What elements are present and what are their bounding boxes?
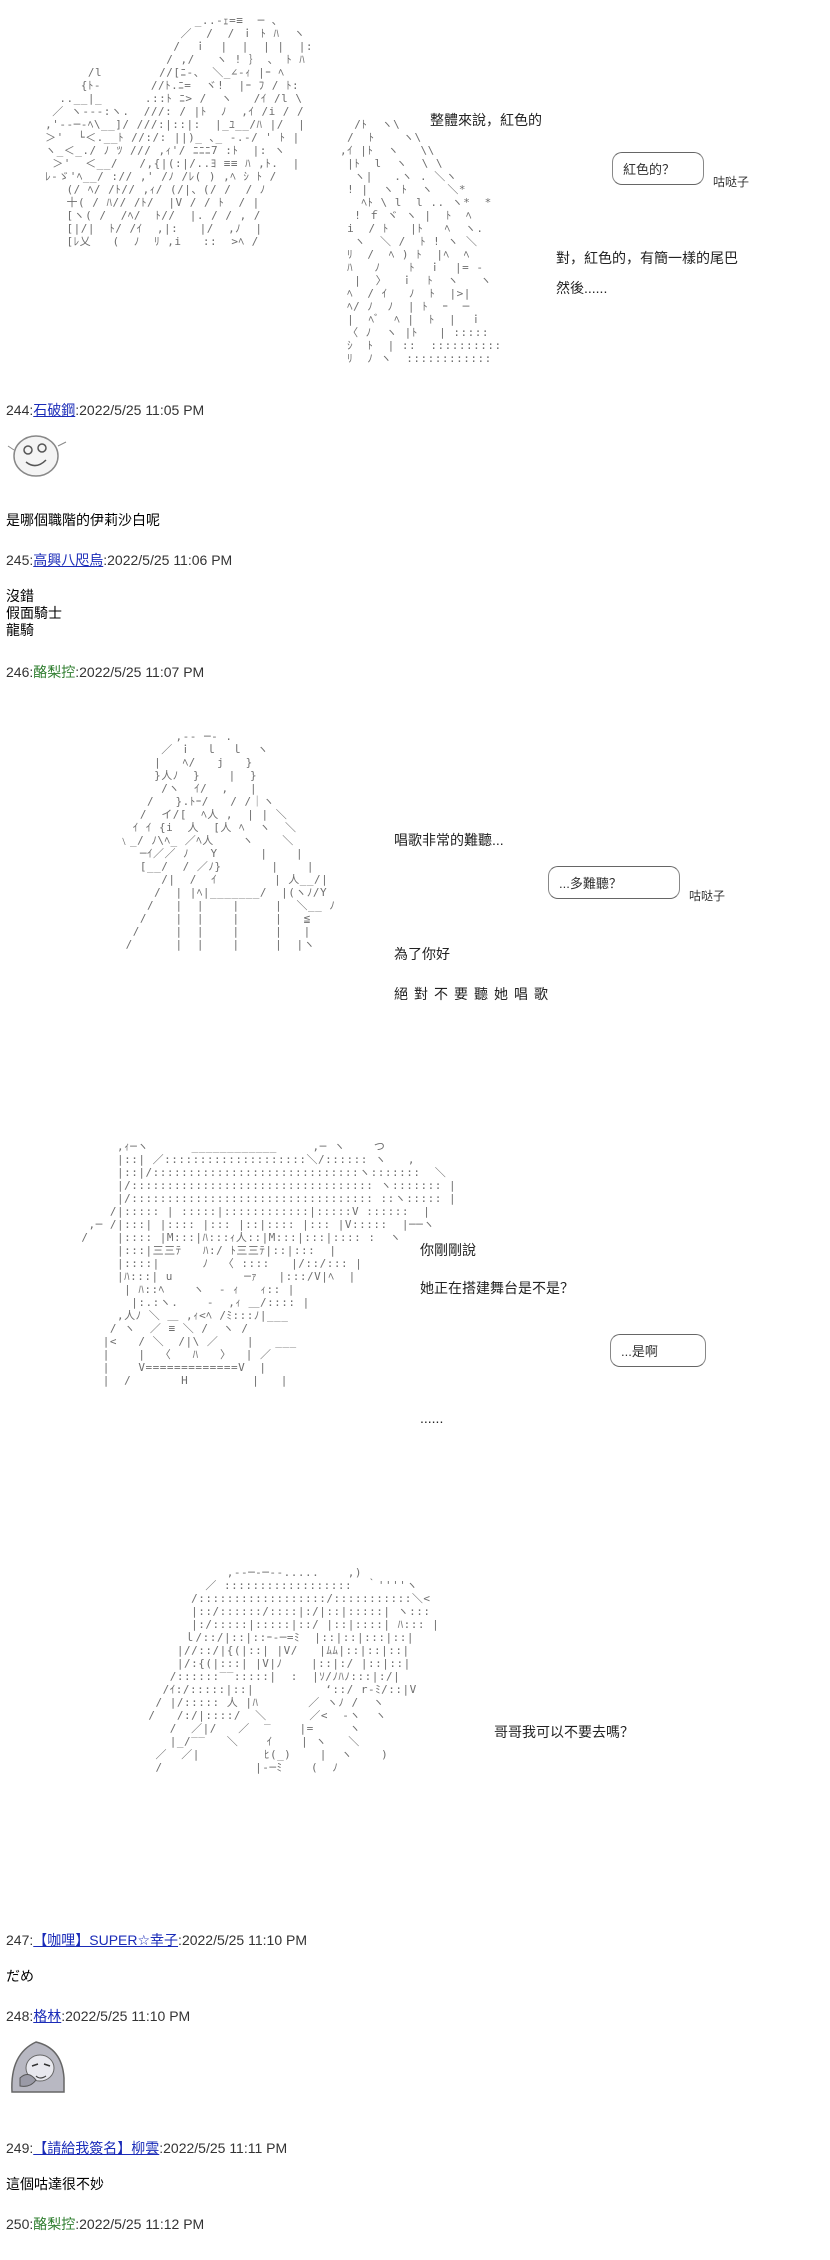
post-line: だめ xyxy=(6,1968,34,1984)
dialogue-line: 對，紅色的，有簡一樣的尾巴 xyxy=(556,250,738,266)
post-line: 沒錯 xyxy=(6,588,34,604)
post-number: 244 xyxy=(6,402,30,418)
scene-3: ,ｨ─ヽ ____________ ,─ ヽ つ |::| ／:::::::::… xyxy=(0,1110,830,1510)
scene-2: ,-‐ ─‐ . ／ ｉ ｌ ｌ ヽ | ﾍ/ j } }人ﾉ } | } /ヽ… xyxy=(0,720,830,1080)
post-number: 245 xyxy=(6,552,30,568)
post-header: 246:酪梨控:2022/5/25 11:07 PM xyxy=(6,664,205,680)
poster-name-link[interactable]: 格林 xyxy=(33,2008,62,2024)
avatar-hooded-icon xyxy=(11,2041,65,2093)
poster-name-link[interactable]: 【咖哩】SUPER☆幸子 xyxy=(33,1932,179,1948)
post-header: 250:酪梨控:2022/5/25 11:12 PM xyxy=(6,2216,205,2232)
scene-1: _..-ｪ=≡ ─ ､ ／ / / ｉ ﾄ ﾊ ヽ / ｉ | | | | |:… xyxy=(0,0,830,370)
dialogue-line: ...... xyxy=(420,1410,444,1426)
post-line: 假面騎士 xyxy=(6,605,62,621)
dialogue-line: 唱歌非常的難聽... xyxy=(394,832,504,848)
dialogue-line: 整體來說，紅色的 xyxy=(430,112,542,128)
post-number: 248 xyxy=(6,2008,30,2024)
post-number: 246 xyxy=(6,664,30,680)
post-body: 是哪個職階的伊莉沙白呢 xyxy=(6,512,160,529)
ascii-art-character: ,-‐─‐─‐-..... ,) ／ :::::::::::::::::: ｀'… xyxy=(148,1566,440,1774)
dialogue-line: 然後...... xyxy=(556,280,608,296)
post-header: 249:【請給我簽名】柳雲:2022/5/25 11:11 PM xyxy=(6,2140,288,2156)
ascii-art-character: _..-ｪ=≡ ─ ､ ／ / / ｉ ﾄ ﾊ ヽ / ｉ | | | | |:… xyxy=(45,14,314,248)
post-header: 245:高興八咫烏:2022/5/25 11:06 PM xyxy=(6,552,233,568)
avatar-face-icon xyxy=(7,435,67,477)
poster-name-link[interactable]: 石破鋼 xyxy=(33,402,76,418)
dialogue-line: 她正在搭建舞台是不是？ xyxy=(420,1280,574,1296)
ascii-art-character: ,-‐ ─‐ . ／ ｉ ｌ ｌ ヽ | ﾍ/ j } }人ﾉ } | } /ヽ… xyxy=(118,730,336,951)
post-body: だめ xyxy=(6,1968,34,1985)
speech-bubble: ...多難聽？ 咕哒子 xyxy=(548,866,725,903)
speech-bubble: ...是啊 xyxy=(610,1334,706,1367)
bubble-speaker: 咕哒子 xyxy=(688,889,725,903)
post-line: 龍騎 xyxy=(6,622,34,638)
dialogue-line: 為了你好 xyxy=(394,946,450,962)
poster-name-link[interactable]: 【請給我簽名】柳雲 xyxy=(33,2140,160,2156)
post-number: 249 xyxy=(6,2140,30,2156)
poster-name-link[interactable]: 高興八咫烏 xyxy=(33,552,104,568)
post-date: 2022/5/25 11:11 PM xyxy=(163,2140,288,2156)
dialogue-line: 絕對不要聽她唱歌 xyxy=(394,986,554,1002)
post-number: 250 xyxy=(6,2216,30,2232)
speech-bubble: 紅色的？ 咕哒子 xyxy=(612,152,749,189)
post-date: 2022/5/25 11:07 PM xyxy=(79,664,205,680)
ascii-art-character: ,ｨ─ヽ ____________ ,─ ヽ つ |::| ／:::::::::… xyxy=(81,1140,457,1387)
post-number: 247 xyxy=(6,1932,30,1948)
post-date: 2022/5/25 11:05 PM xyxy=(79,402,205,418)
bubble-text: 紅色的？ xyxy=(623,162,676,177)
bubble-text: ...多難聽？ xyxy=(559,876,622,891)
post-date: 2022/5/25 11:06 PM xyxy=(107,552,233,568)
bubble-speaker: 咕哒子 xyxy=(712,175,749,189)
poster-name: 酪梨控 xyxy=(33,2216,76,2232)
post-header: 247:【咖哩】SUPER☆幸子:2022/5/25 11:10 PM xyxy=(6,1932,307,1948)
post-line: 這個咕達很不妙 xyxy=(6,2176,104,2192)
post-body: 沒錯 假面騎士 龍騎 xyxy=(6,588,62,639)
post-date: 2022/5/25 11:12 PM xyxy=(79,2216,205,2232)
post-header: 244:石破鋼:2022/5/25 11:05 PM xyxy=(6,402,205,418)
post-body: 這個咕達很不妙 xyxy=(6,2176,104,2193)
post-header: 248:格林:2022/5/25 11:10 PM xyxy=(6,2008,191,2024)
post-line: 是哪個職階的伊莉沙白呢 xyxy=(6,512,160,528)
bubble-text: ...是啊 xyxy=(621,1344,658,1359)
dialogue-line: 哥哥我可以不要去嗎？ xyxy=(494,1724,634,1740)
dialogue-line: 你剛剛說 xyxy=(420,1242,476,1258)
poster-name: 酪梨控 xyxy=(33,664,76,680)
ascii-art-tail: /ﾄ ヽ\ / ﾄ ヽ\ ,ｲ |ﾄ ヽ \\ |ﾄ l ヽ \ \ ヽ| .ヽ… xyxy=(340,118,502,365)
post-date: 2022/5/25 11:10 PM xyxy=(181,1932,307,1948)
scene-4: ,-‐─‐─‐-..... ,) ／ :::::::::::::::::: ｀'… xyxy=(0,1540,830,1900)
post-date: 2022/5/25 11:10 PM xyxy=(65,2008,191,2024)
